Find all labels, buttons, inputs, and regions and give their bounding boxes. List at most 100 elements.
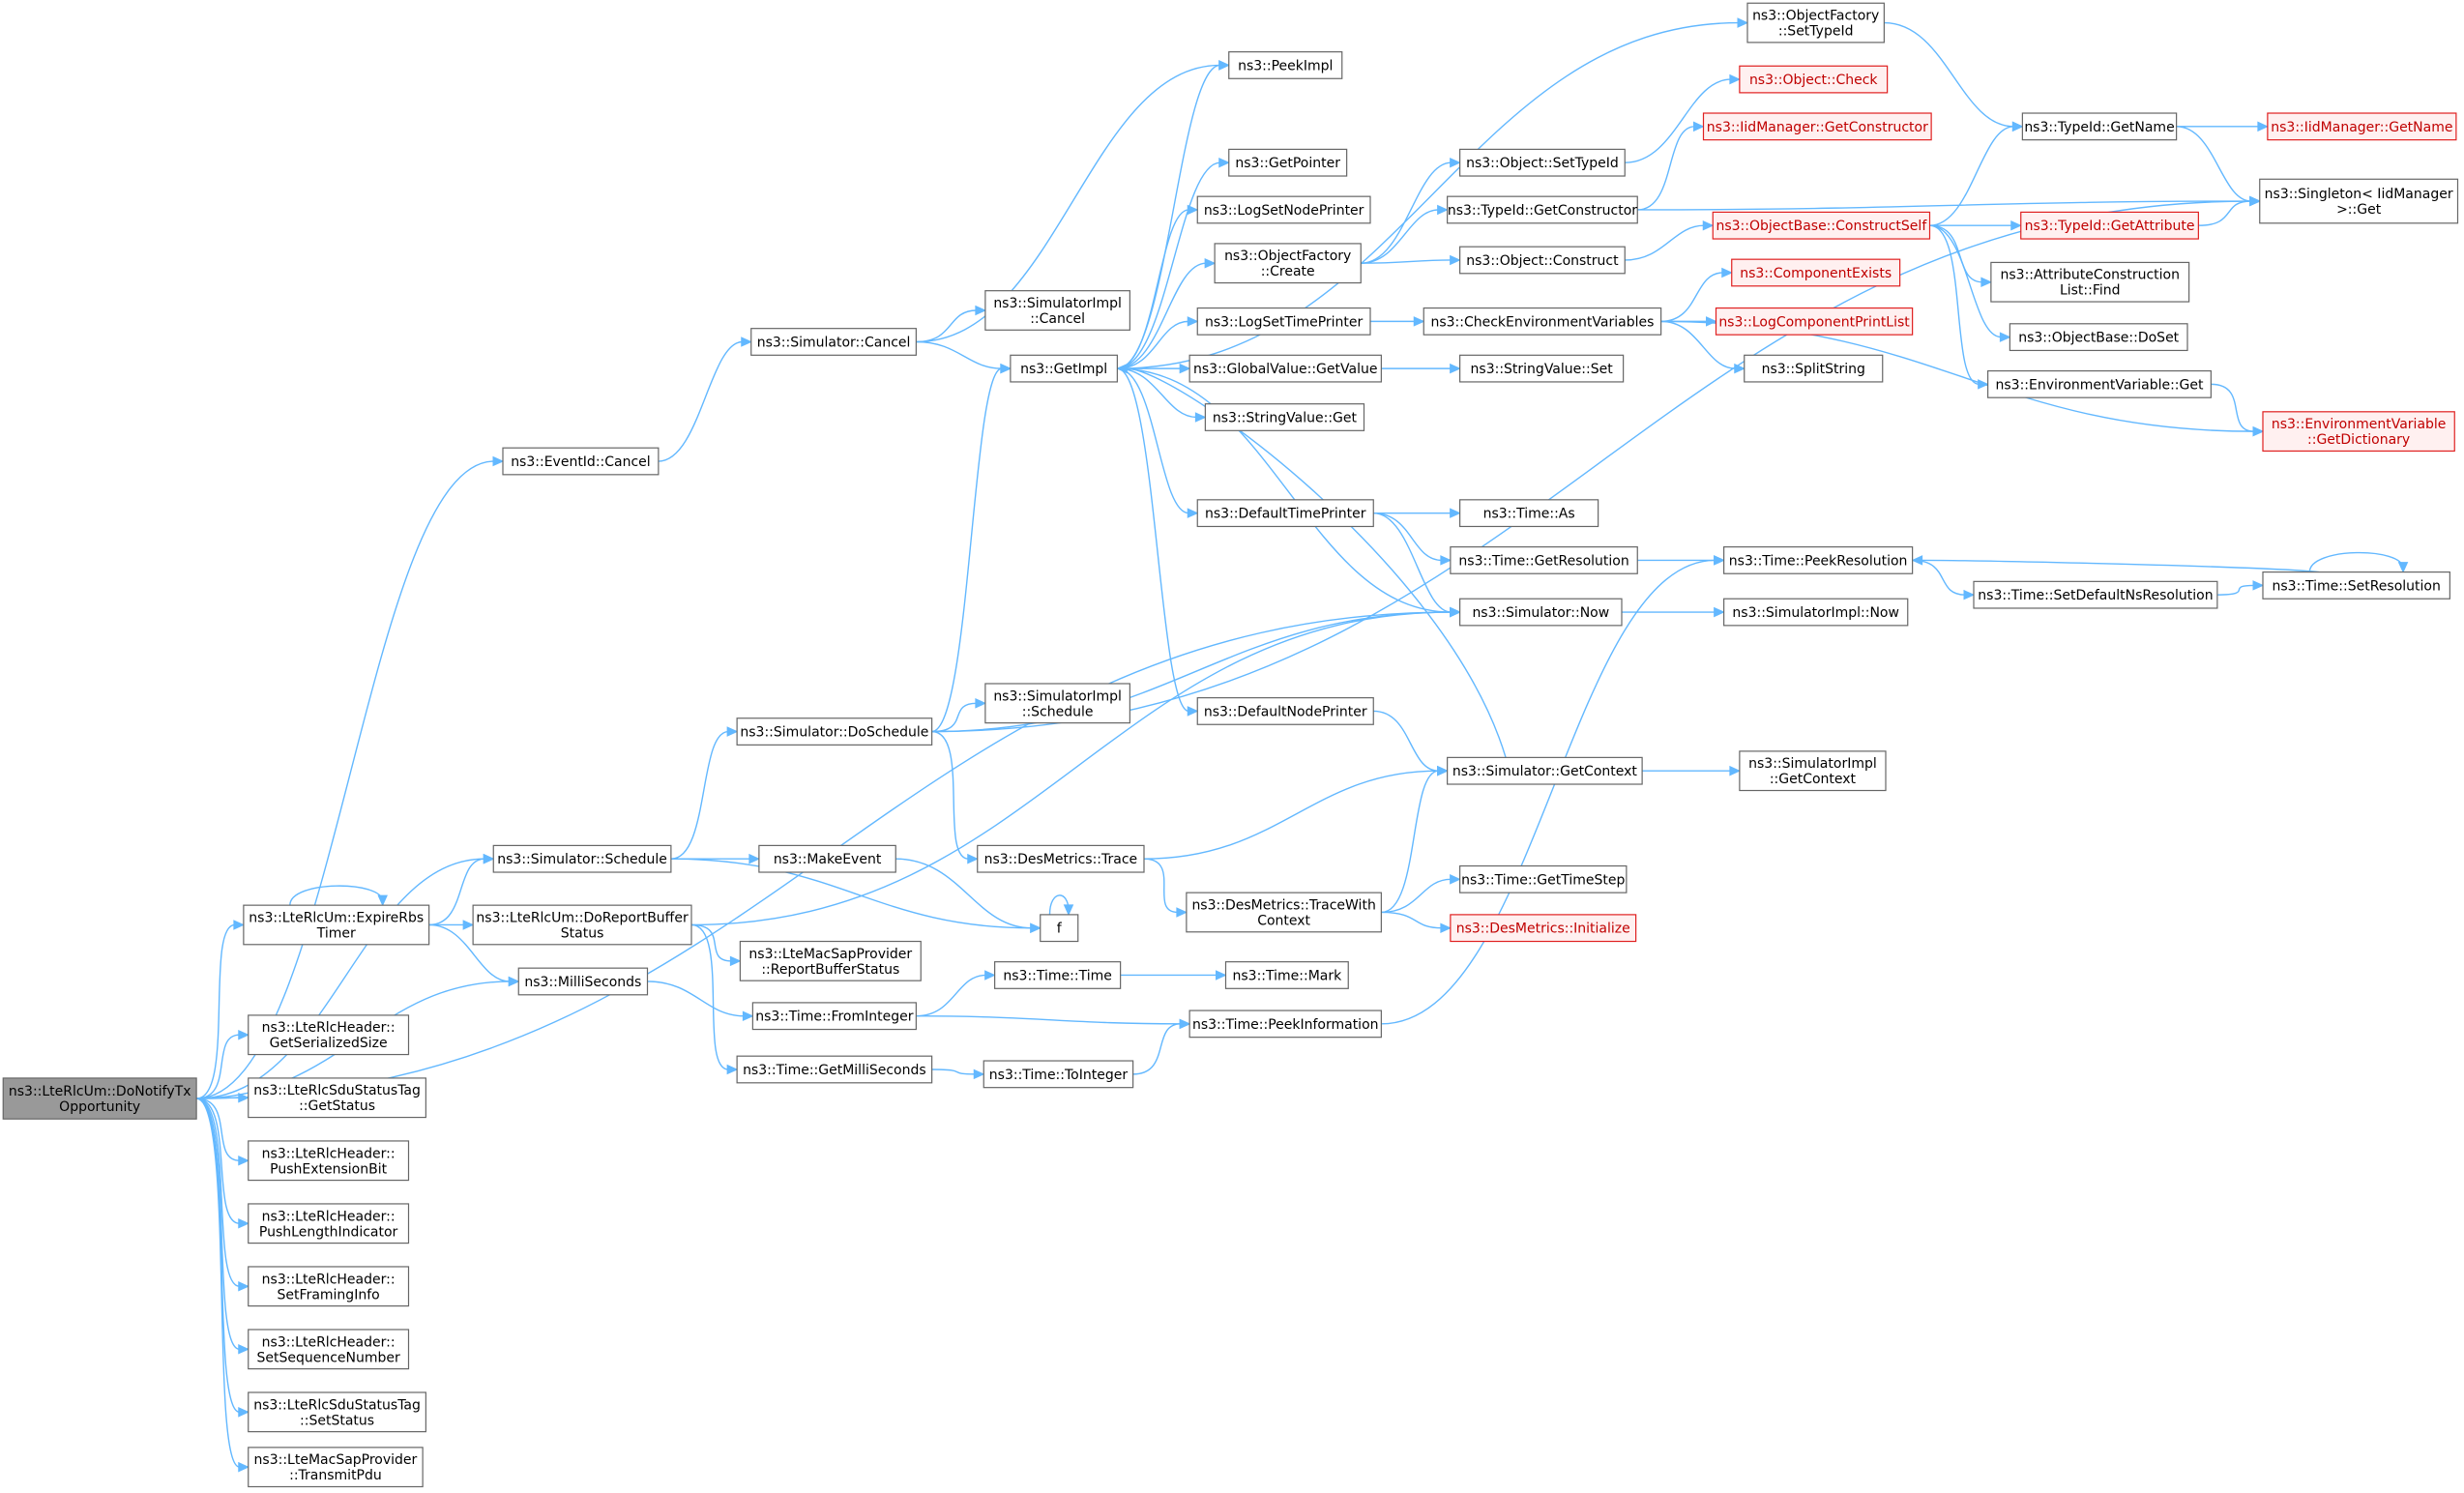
node-globalvalue_getvalue[interactable]: ns3::GlobalValue::GetValue xyxy=(1188,354,1382,383)
node-typeid_getconstructor[interactable]: ns3::TypeId::GetConstructor xyxy=(1447,195,1638,224)
node-typeid_getname[interactable]: ns3::TypeId::GetName xyxy=(2021,112,2178,141)
node-simimpl_getcontext[interactable]: ns3::SimulatorImpl::GetContext xyxy=(1739,750,1887,792)
node-defaulttimeprinter[interactable]: ns3::DefaultTimePrinter xyxy=(1196,499,1374,528)
node-time_getresolution[interactable]: ns3::Time::GetResolution xyxy=(1450,545,1638,574)
node-getpointer[interactable]: ns3::GetPointer xyxy=(1228,148,1348,177)
node-time_getmilliseconds[interactable]: ns3::Time::GetMilliSeconds xyxy=(736,1055,933,1084)
node-box xyxy=(492,844,672,873)
node-sdutag_setstatus[interactable]: ns3::LteRlcSduStatusTag::SetStatus xyxy=(248,1391,426,1433)
node-time_peekinformation[interactable]: ns3::Time::PeekInformation xyxy=(1188,1010,1382,1039)
node-hdr_pushlengthindicator[interactable]: ns3::LteRlcHeader::PushLengthIndicator xyxy=(248,1203,410,1244)
node-time_time[interactable]: ns3::Time::Time xyxy=(994,961,1122,989)
node-iidmanager_getname[interactable]: ns3::IidManager::GetName xyxy=(2267,112,2457,141)
node-peekimpl[interactable]: ns3::PeekImpl xyxy=(1228,51,1343,79)
edge-sim_doschedule-to-simimpl_schedule xyxy=(931,698,987,733)
edge-getimpl-to-defaulttimeprinter xyxy=(1117,367,1199,518)
node-box xyxy=(1040,914,1079,943)
node-time_gettimestep[interactable]: ns3::Time::GetTimeStep xyxy=(1459,864,1628,893)
node-milliseconds[interactable]: ns3::MilliSeconds xyxy=(517,967,649,996)
node-box xyxy=(2267,112,2457,141)
edge-typeid_getconstructor-to-iidmanager_getconstructor xyxy=(1637,121,1705,211)
edge-objbase_constructself-to-objbase_doset xyxy=(1929,224,2011,342)
node-f[interactable]: f xyxy=(1040,914,1079,943)
edge-sim_doschedule-to-getimpl xyxy=(931,363,1012,733)
node-logsetnodeprinter[interactable]: ns3::LogSetNodePrinter xyxy=(1196,195,1371,224)
node-envvar_get[interactable]: ns3::EnvironmentVariable::Get xyxy=(1987,369,2212,398)
node-label: ns3::LteRlcHeader:: xyxy=(262,1334,396,1350)
node-label: ns3::SimulatorImpl xyxy=(993,296,1122,311)
node-logsettimeprinter[interactable]: ns3::LogSetTimePrinter xyxy=(1196,307,1371,336)
node-time_setdefaultnsresolution[interactable]: ns3::Time::SetDefaultNsResolution xyxy=(1973,580,2218,609)
edge-getimpl-to-objfactory_create xyxy=(1117,257,1217,369)
node-sim_schedule[interactable]: ns3::Simulator::Schedule xyxy=(492,844,672,873)
node-label: ns3::Object::Construct xyxy=(1466,253,1619,269)
node-time_setresolution[interactable]: ns3::Time::SetResolution xyxy=(2262,571,2450,600)
node-time_as[interactable]: ns3::Time::As xyxy=(1459,499,1599,528)
node-sim_doschedule[interactable]: ns3::Simulator::DoSchedule xyxy=(736,717,933,746)
node-reportbufferstatus[interactable]: ns3::LteMacSapProvider::ReportBufferStat… xyxy=(739,940,922,981)
node-objbase_constructself[interactable]: ns3::ObjectBase::ConstructSelf xyxy=(1712,211,1931,240)
node-makeevent[interactable]: ns3::MakeEvent xyxy=(758,844,896,873)
node-simimpl_now[interactable]: ns3::SimulatorImpl::Now xyxy=(1723,598,1909,627)
node-object_check[interactable]: ns3::Object::Check xyxy=(1739,65,1889,94)
node-label: ns3::Simulator::Cancel xyxy=(757,335,911,350)
node-label: ns3::SimulatorImpl xyxy=(1748,756,1877,772)
node-objfactory_settypeid[interactable]: ns3::ObjectFactory::SetTypeId xyxy=(1746,2,1885,44)
node-simimpl_cancel[interactable]: ns3::SimulatorImpl::Cancel xyxy=(984,290,1130,331)
node-logcomponentprintlist[interactable]: ns3::LogComponentPrintList xyxy=(1715,307,1914,336)
edge-desmetrics_trace-to-sim_getcontext xyxy=(1143,765,1449,860)
node-label: ::SetStatus xyxy=(300,1413,374,1428)
node-hdr_setsequencenumber[interactable]: ns3::LteRlcHeader::SetSequenceNumber xyxy=(248,1329,410,1370)
node-box xyxy=(472,904,692,946)
node-label: ns3::ObjectFactory xyxy=(1224,249,1351,264)
node-stringvalue_set[interactable]: ns3::StringValue::Set xyxy=(1459,354,1625,383)
node-label: ns3::EventId::Cancel xyxy=(511,454,651,470)
node-envvar_getdictionary[interactable]: ns3::EnvironmentVariable::GetDictionary xyxy=(2262,411,2455,453)
edge-sim_now-to-simimpl_now xyxy=(1622,606,1725,618)
node-label: ns3::ObjectBase::DoSet xyxy=(2018,331,2179,346)
node-transmitpdu[interactable]: ns3::LteMacSapProvider::TransmitPdu xyxy=(248,1447,424,1488)
node-sdutag_getstatus[interactable]: ns3::LteRlcSduStatusTag::GetStatus xyxy=(248,1077,426,1119)
node-desmetrics_initialize[interactable]: ns3::DesMetrics::Initialize xyxy=(1450,914,1637,943)
node-time_frominteger[interactable]: ns3::Time::FromInteger xyxy=(751,1002,917,1031)
node-typeid_getattribute[interactable]: ns3::TypeId::GetAttribute xyxy=(2020,211,2199,240)
node-object_settypeid[interactable]: ns3::Object::SetTypeId xyxy=(1459,148,1626,177)
node-hdr_getserializedsize[interactable]: ns3::LteRlcHeader::GetSerializedSize xyxy=(248,1014,410,1056)
node-eventid_cancel[interactable]: ns3::EventId::Cancel xyxy=(502,447,660,476)
node-objfactory_create[interactable]: ns3::ObjectFactory::Create xyxy=(1214,243,1362,284)
node-object_construct[interactable]: ns3::Object::Construct xyxy=(1459,246,1626,275)
node-getimpl[interactable]: ns3::GetImpl xyxy=(1010,354,1118,383)
node-time_mark[interactable]: ns3::Time::Mark xyxy=(1224,961,1349,989)
node-singleton_get[interactable]: ns3::Singleton< IidManager >::Get xyxy=(2259,178,2459,224)
node-label: ns3::LteMacSapProvider xyxy=(748,947,912,962)
node-stringvalue_get[interactable]: ns3::StringValue::Get xyxy=(1204,403,1365,431)
node-box xyxy=(739,940,922,981)
node-label: ns3::LteRlcUm::ExpireRbs xyxy=(249,910,424,925)
node-time_tointeger[interactable]: ns3::Time::ToInteger xyxy=(983,1060,1134,1089)
node-label: ns3::IidManager::GetConstructor xyxy=(1707,120,1928,135)
node-splitstring[interactable]: ns3::SplitString xyxy=(1744,354,1884,383)
node-simimpl_schedule[interactable]: ns3::SimulatorImpl::Schedule xyxy=(984,683,1130,724)
node-label: ns3::LogComponentPrintList xyxy=(1718,314,1910,330)
node-sim_now[interactable]: ns3::Simulator::Now xyxy=(1459,598,1623,627)
node-iidmanager_getconstructor[interactable]: ns3::IidManager::GetConstructor xyxy=(1702,112,1932,141)
node-hdr_setframinginfo[interactable]: ns3::LteRlcHeader::SetFramingInfo xyxy=(248,1266,410,1307)
node-time_peekresolution[interactable]: ns3::Time::PeekResolution xyxy=(1723,545,1914,574)
node-label: ns3::Time::GetTimeStep xyxy=(1461,872,1625,888)
node-objbase_doset[interactable]: ns3::ObjectBase::DoSet xyxy=(2009,323,2188,352)
edge-typeid_getconstructor-to-singleton_get xyxy=(1637,195,2261,211)
node-label: ns3::LteRlcHeader:: xyxy=(262,1146,396,1161)
node-defaultnodeprinter[interactable]: ns3::DefaultNodePrinter xyxy=(1196,697,1374,725)
node-componentexists[interactable]: ns3::ComponentExists xyxy=(1731,258,1901,287)
node-hdr_pushextensionbit[interactable]: ns3::LteRlcHeader::PushExtensionBit xyxy=(248,1140,410,1182)
node-desmetrics_trace[interactable]: ns3::DesMetrics::Trace xyxy=(977,844,1145,873)
node-sim_getcontext[interactable]: ns3::Simulator::GetContext xyxy=(1447,756,1643,785)
edge-defaulttimeprinter-to-time_as xyxy=(1373,508,1461,518)
node-checkenvvars[interactable]: ns3::CheckEnvironmentVariables xyxy=(1423,307,1662,336)
node-sim_cancel[interactable]: ns3::Simulator::Cancel xyxy=(750,328,917,356)
